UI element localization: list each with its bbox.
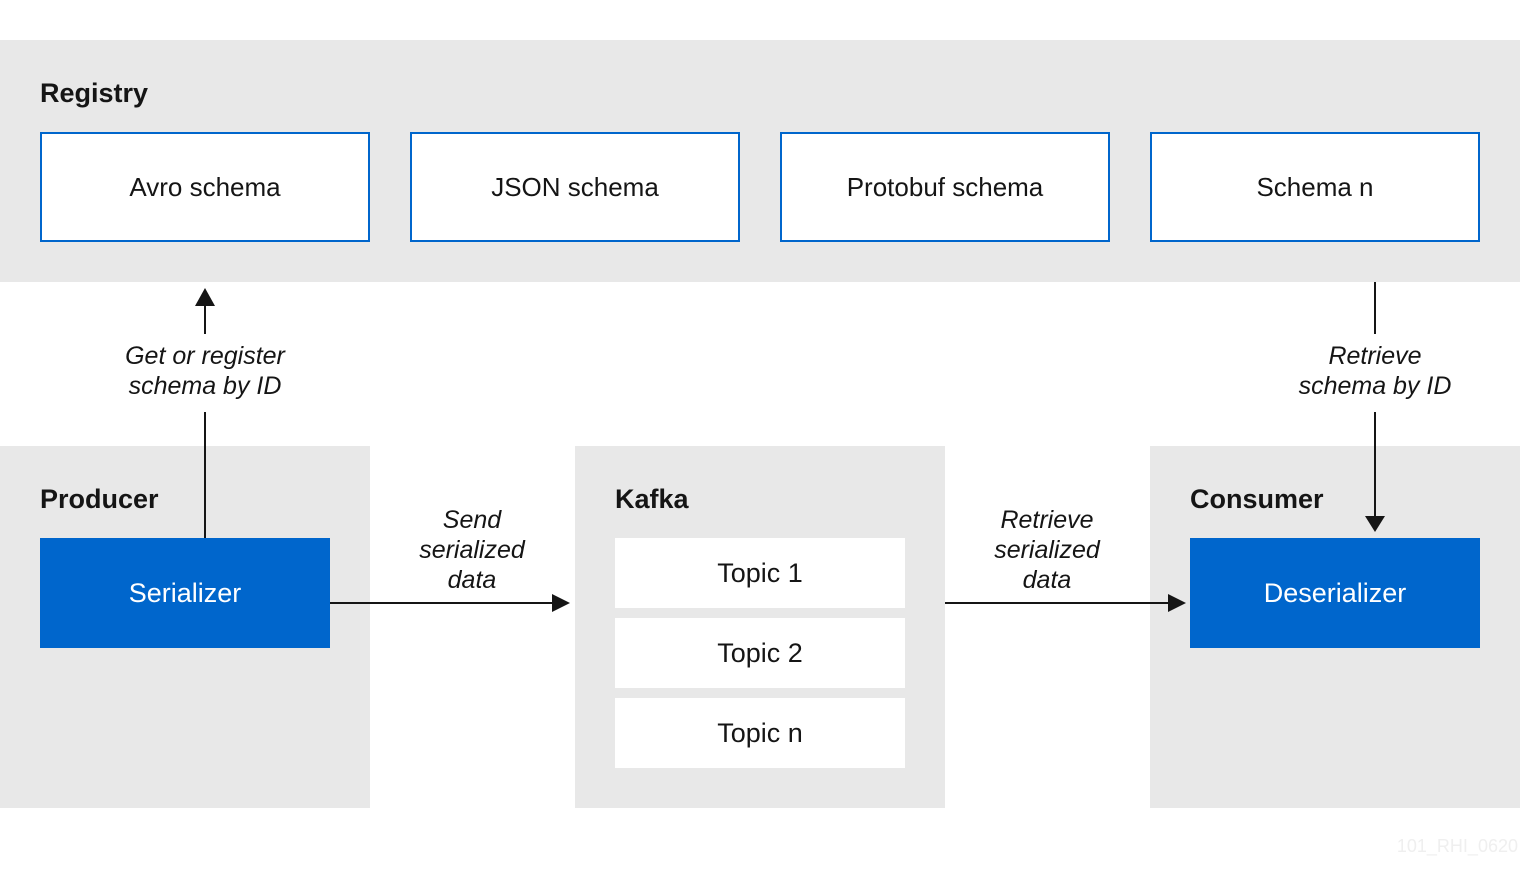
consumer-title: Consumer — [1190, 484, 1324, 514]
avro-schema-box: Avro schema — [40, 132, 370, 242]
right-arrowhead-kafka — [552, 594, 570, 612]
right-arrowhead-consumer — [1168, 594, 1186, 612]
json-schema-box: JSON schema — [410, 132, 740, 242]
get-register-label: Get or register schema by ID — [85, 341, 325, 401]
kafka-title: Kafka — [615, 484, 689, 514]
retrieve-data-label-line-3: data — [1022, 566, 1072, 594]
retrieve-schema-label: Retrieve schema by ID — [1255, 341, 1495, 401]
down-arrowhead — [1365, 516, 1385, 532]
deserializer-box: Deserializer — [1190, 538, 1480, 648]
send-data-label: Send serialized data — [372, 505, 572, 595]
topic-n-box: Topic n — [615, 698, 905, 768]
retrieve-data-label: Retrieve serialized data — [947, 505, 1147, 595]
serializer-box: Serializer — [40, 538, 330, 648]
topic-1-box: Topic 1 — [615, 538, 905, 608]
protobuf-schema-box: Protobuf schema — [780, 132, 1110, 242]
retrieve-data-label-line-1: Retrieve — [1000, 506, 1094, 534]
schema-n-box: Schema n — [1150, 132, 1480, 242]
send-data-label-line-2: serialized — [419, 536, 525, 564]
send-data-label-line-3: data — [447, 566, 497, 594]
get-register-label-line-1: Get or register — [125, 342, 285, 370]
topic-2-box: Topic 2 — [615, 618, 905, 688]
get-register-label-line-2: schema by ID — [128, 372, 282, 400]
registry-title: Registry — [40, 78, 149, 108]
send-data-label-line-1: Send — [442, 506, 502, 534]
up-arrowhead — [195, 288, 215, 306]
retrieve-schema-label-line-1: Retrieve — [1328, 342, 1422, 370]
producer-title: Producer — [40, 484, 159, 514]
retrieve-data-label-line-2: serialized — [994, 536, 1100, 564]
figure-id-watermark: 101_RHI_0620 — [1396, 836, 1518, 856]
retrieve-schema-label-line-2: schema by ID — [1298, 372, 1452, 400]
